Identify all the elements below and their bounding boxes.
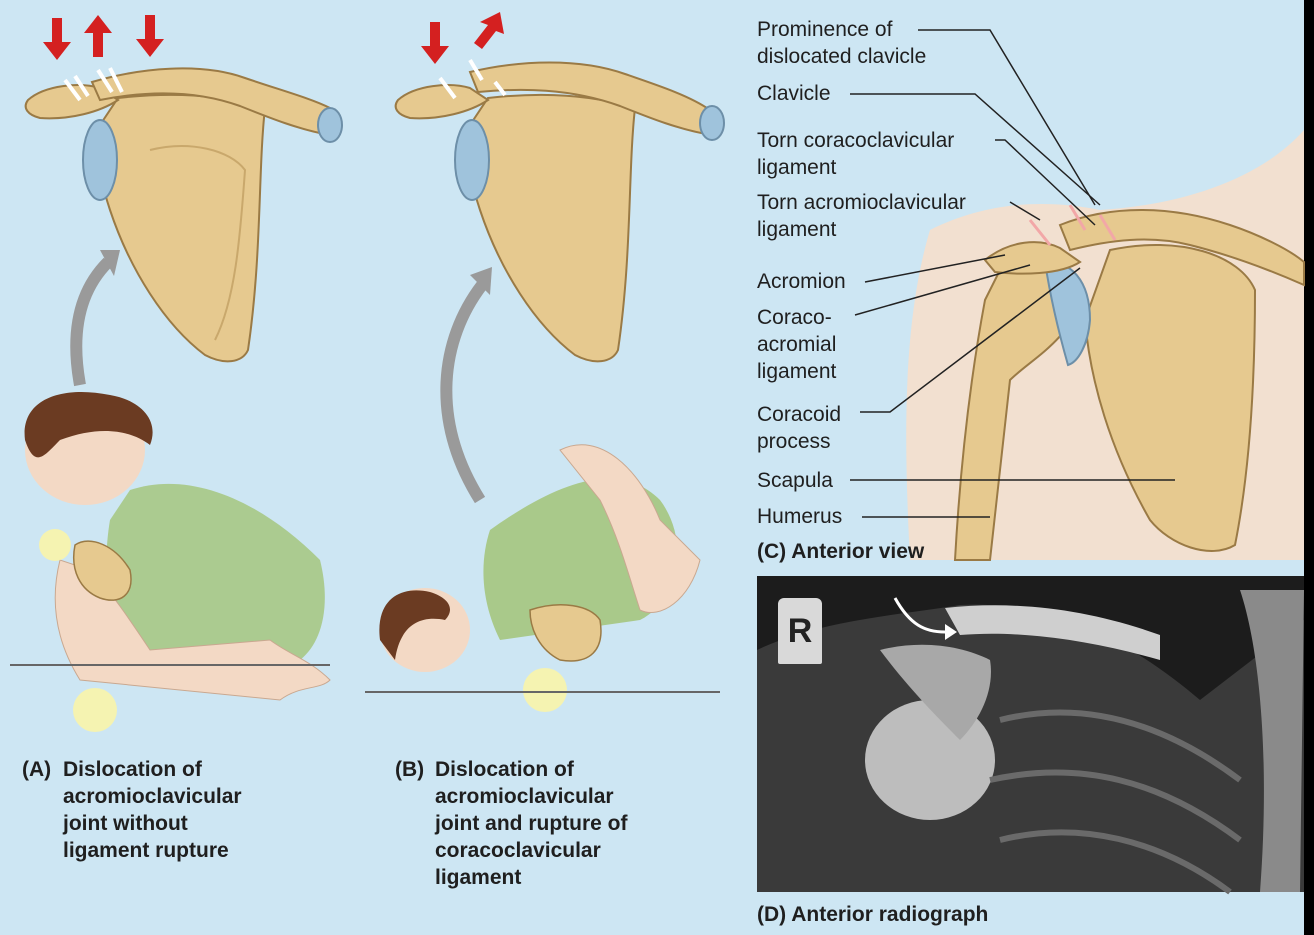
radiograph-side-marker: R bbox=[778, 598, 822, 664]
person-b bbox=[365, 444, 720, 712]
caption-b: Dislocation of acromioclavicular joint a… bbox=[435, 758, 628, 889]
scapula-a bbox=[24, 67, 343, 363]
down-arrow-icon bbox=[136, 15, 164, 57]
leader-lines bbox=[850, 29, 1175, 518]
red-arrows-a bbox=[43, 15, 164, 60]
scapula-b bbox=[394, 58, 725, 363]
label-humerus: Humerus bbox=[757, 505, 843, 528]
red-arrows-b bbox=[421, 12, 504, 64]
caption-b-letter: (B) bbox=[395, 758, 425, 781]
up-arrow-icon bbox=[84, 15, 112, 57]
pointer-arrow-icon bbox=[893, 597, 946, 634]
label-coracoacromial: Coraco- acromial ligament bbox=[757, 306, 837, 383]
up-arrow-icon bbox=[474, 12, 504, 49]
caption-c: (C) Anterior view bbox=[757, 540, 925, 563]
radiograph bbox=[757, 576, 1304, 895]
down-arrow-icon bbox=[43, 18, 71, 60]
label-coracoid: Coracoid process bbox=[757, 403, 842, 453]
caption-d: (D) Anterior radiograph bbox=[757, 903, 989, 926]
label-torn-acromioclavicular: Torn acromioclavicular ligament bbox=[757, 191, 966, 241]
curved-arrow-icon bbox=[440, 281, 487, 504]
label-prominence: Prominence of dislocated clavicle bbox=[757, 18, 927, 68]
label-torn-coracoclavicular: Torn coracoclavicular ligament bbox=[757, 129, 955, 179]
label-clavicle: Clavicle bbox=[757, 82, 831, 105]
label-acromion: Acromion bbox=[757, 270, 846, 293]
caption-a-letter: (A) bbox=[22, 758, 52, 781]
person-a bbox=[10, 392, 331, 732]
curved-arrow-icon bbox=[70, 257, 113, 387]
caption-a: Dislocation of acromioclavicular joint w… bbox=[63, 758, 242, 862]
label-scapula: Scapula bbox=[757, 469, 833, 492]
anterior-view bbox=[906, 130, 1305, 561]
down-arrow-icon bbox=[421, 22, 449, 64]
